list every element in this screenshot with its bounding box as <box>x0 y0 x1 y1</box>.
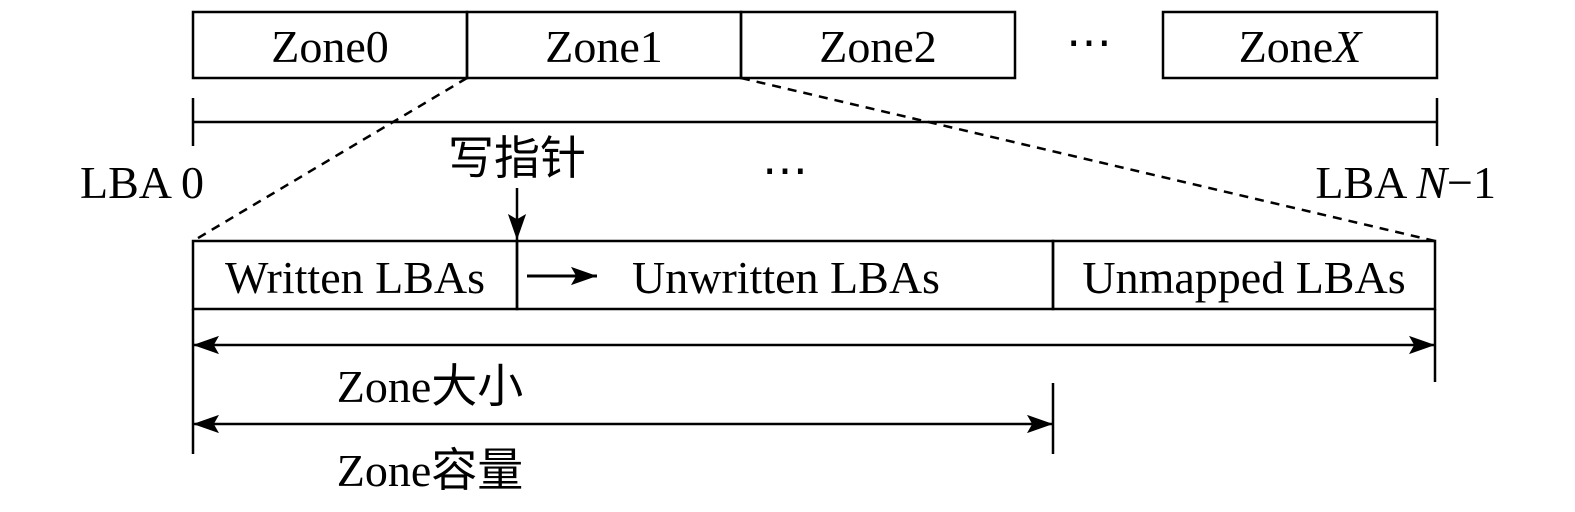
zoom-lines <box>192 76 1436 243</box>
zone-ellipsis: ⋯ <box>1066 17 1112 68</box>
zone-size-label: Zone大小 <box>337 361 524 412</box>
zone-capacity-label: Zone容量 <box>337 445 524 496</box>
lba-range-ellipsis: ⋯ <box>762 145 808 196</box>
write-pointer-label: 写指针 <box>448 133 586 184</box>
unmapped-lbas-label: Unmapped LBAs <box>1082 252 1405 303</box>
lba-end-prefix: LBA <box>1315 157 1416 208</box>
zonex-label: ZoneX <box>1239 21 1364 72</box>
zoom-line-left <box>192 76 468 243</box>
lba-end-variable: N <box>1415 157 1449 208</box>
lba-start-label: LBA 0 <box>80 157 204 208</box>
zonex-prefix: Zone <box>1239 21 1334 72</box>
unwritten-lbas-label: Unwritten LBAs <box>632 252 940 303</box>
zone2-box <box>739 10 1017 80</box>
unmapped-lbas-box <box>1051 239 1437 311</box>
zone0-label: Zone0 <box>271 21 389 72</box>
zone-row: Zone0 Zone1 Zone2 ⋯ ZoneX <box>191 10 1439 80</box>
lba-range: LBA 0 ⋯ LBA N−1 <box>80 98 1496 208</box>
zone-capacity-measure: Zone容量 <box>193 383 1055 496</box>
zonex-box <box>1161 10 1439 80</box>
zone2-label: Zone2 <box>819 21 937 72</box>
zoom-line-right <box>740 76 1436 243</box>
lba-end-suffix: −1 <box>1447 157 1496 208</box>
written-lbas-label: Written LBAs <box>225 252 485 303</box>
zonex-variable: X <box>1331 21 1363 72</box>
zone-detail-row: Written LBAs Unwritten LBAs Unmapped LBA… <box>191 239 1437 311</box>
zone1-label: Zone1 <box>545 21 663 72</box>
lba-end-label: LBA N−1 <box>1315 157 1496 208</box>
write-pointer: 写指针 <box>448 133 586 240</box>
zone-size-measure: Zone大小 <box>191 309 1437 454</box>
